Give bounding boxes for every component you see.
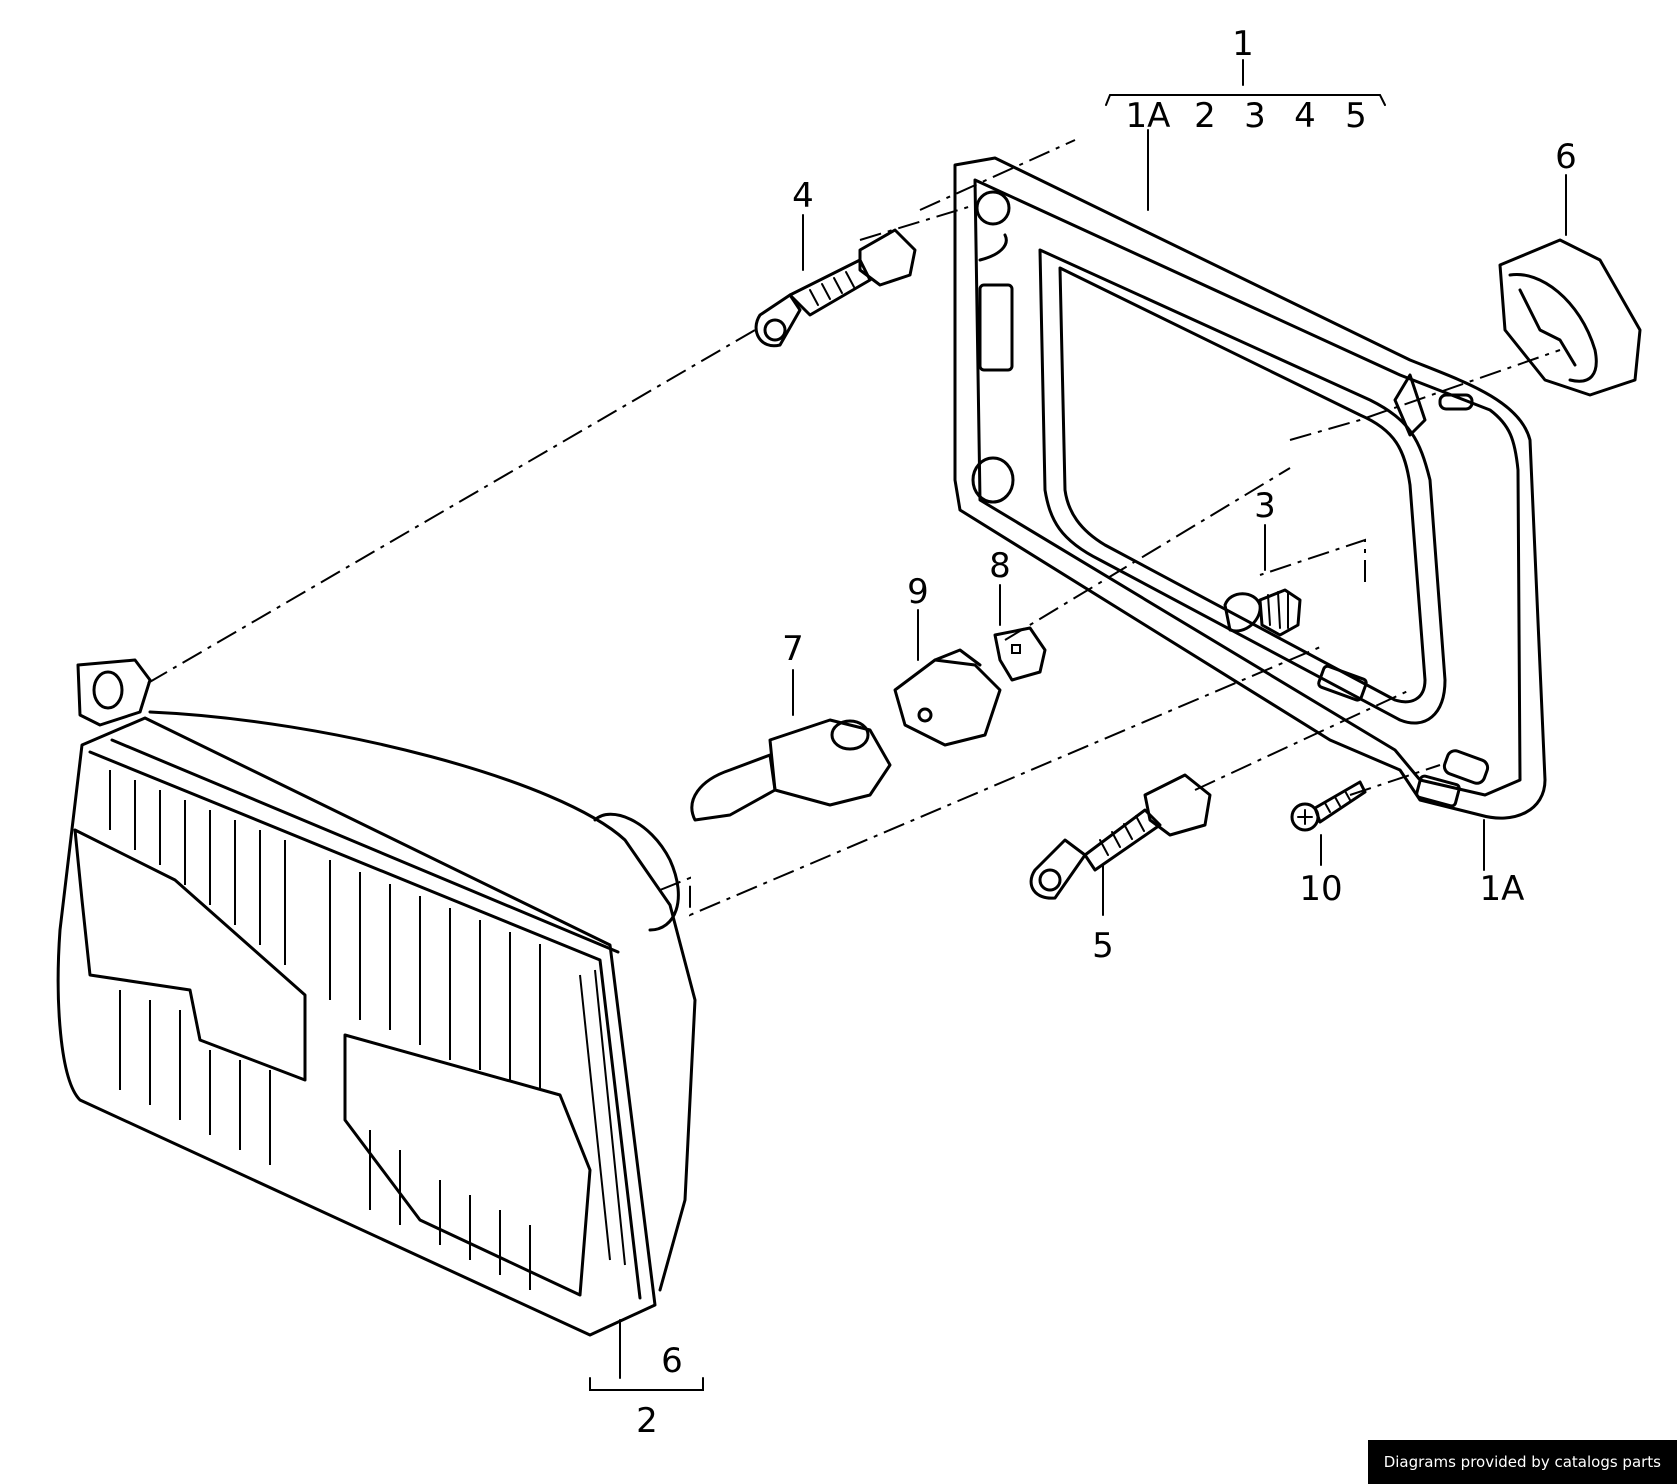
part-4-bulb-holder [754,214,917,348]
mounting-frame [953,129,1547,871]
part-labels: 1 1A 2 3 4 5 6 4 3 8 9 7 5 10 1A 6 2 [636,24,1577,1441]
label-1: 1 [1232,24,1254,64]
part-8-connector [993,584,1047,682]
label-4-top: 4 [1294,96,1316,136]
part-3-socket [1223,524,1302,637]
label-8: 8 [989,546,1011,586]
label-2-bottom: 2 [636,1401,658,1441]
label-2-top: 2 [1194,96,1216,136]
part-5-bulb-holder [1029,773,1212,916]
label-9: 9 [907,572,929,612]
label-5: 5 [1092,926,1114,966]
part-9-connector-housing [893,609,1002,747]
label-4: 4 [792,176,814,216]
headlamp-assembly [56,658,704,1391]
label-3: 3 [1254,486,1276,526]
label-5-top: 5 [1345,96,1367,136]
label-10: 10 [1299,869,1342,909]
part-10-screw [1290,780,1367,866]
part-1-bracket [1105,59,1386,106]
diagram-credit-banner: Diagrams provided by catalogs parts [1367,1440,1677,1484]
part-6-cap [1498,174,1642,397]
label-1A-top: 1A [1126,96,1171,136]
part-7-bulb [690,669,892,822]
label-1A-bottom: 1A [1480,869,1525,909]
label-6-top: 6 [1555,137,1577,177]
lens-ribs [109,770,626,1290]
label-7: 7 [782,629,804,669]
label-6-bottom: 6 [661,1341,683,1381]
label-3-top: 3 [1244,96,1266,136]
